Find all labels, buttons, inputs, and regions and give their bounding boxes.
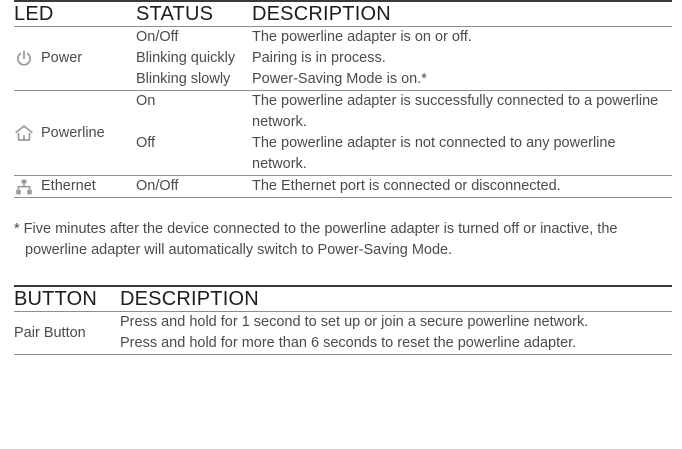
description-line: The Ethernet port is connected or discon… <box>252 178 561 194</box>
led-name-ethernet: Ethernet <box>14 176 136 197</box>
led-row-divider-power <box>14 90 672 91</box>
status-line-off: Off <box>136 135 156 151</box>
description-cell-power: The powerline adapter is on or off. Pair… <box>252 27 672 90</box>
status-line: On/Off <box>136 178 179 194</box>
button-cell-pair: Pair Button <box>14 312 120 354</box>
led-label-powerline: Powerline <box>41 124 105 141</box>
led-row-power-table: Power On/Off Blinking quickly Blinking s… <box>14 27 672 90</box>
button-table-bottom-rule <box>14 354 672 355</box>
table-row: Powerline On Off The powerline adapter i… <box>14 91 672 175</box>
led-column-header: LED <box>14 3 54 25</box>
button-table-header-row: BUTTON DESCRIPTION <box>14 287 672 311</box>
description-line: The powerline adapter is on or off. <box>252 29 472 45</box>
led-name-power: Power <box>14 48 82 69</box>
led-row-ethernet-table: Ethernet On/Off The Ethernet port is con… <box>14 176 672 197</box>
led-table-header-row: LED STATUS DESCRIPTION <box>14 2 672 26</box>
button-description-cell-pair: Press and hold for 1 second to set up or… <box>120 312 672 354</box>
power-icon <box>14 49 34 69</box>
button-description-column-header: DESCRIPTION <box>120 288 259 310</box>
status-line-on: On <box>136 93 156 109</box>
description-column-header: DESCRIPTION <box>252 3 391 25</box>
description-line-off: The powerline adapter is not connected t… <box>252 135 616 172</box>
button-table: BUTTON DESCRIPTION <box>14 287 672 311</box>
button-label-pair: Pair Button <box>14 324 86 341</box>
led-header-divider <box>14 26 672 27</box>
description-cell-ethernet: The Ethernet port is connected or discon… <box>252 176 672 197</box>
ethernet-icon <box>14 177 34 197</box>
status-line: Blinking slowly <box>136 71 231 87</box>
led-cell-ethernet: Ethernet <box>14 176 136 197</box>
status-cell-ethernet: On/Off <box>136 176 252 197</box>
status-cell-powerline: On Off <box>136 91 252 175</box>
led-cell-powerline: Powerline <box>14 91 136 175</box>
description-cell-powerline: The powerline adapter is successfully co… <box>252 91 672 175</box>
led-table: LED STATUS DESCRIPTION <box>14 2 672 26</box>
led-cell-power: Power <box>14 27 136 90</box>
description-line: Press and hold for more than 6 seconds t… <box>120 335 577 351</box>
led-label-power: Power <box>41 50 83 66</box>
status-line: On/Off <box>136 29 179 45</box>
led-table-bottom-rule <box>14 197 672 198</box>
led-row-powerline-table: Powerline On Off The powerline adapter i… <box>14 91 672 175</box>
status-cell-power: On/Off Blinking quickly Blinking slowly <box>136 27 252 90</box>
table-row: Ethernet On/Off The Ethernet port is con… <box>14 176 672 197</box>
description-line-on: The powerline adapter is successfully co… <box>252 93 659 130</box>
table-row: Pair Button Press and hold for 1 second … <box>14 312 672 354</box>
button-column-header: BUTTON <box>14 288 98 310</box>
led-table-top-rule <box>14 0 672 2</box>
status-column-header: STATUS <box>136 3 214 25</box>
table-row: Power On/Off Blinking quickly Blinking s… <box>14 27 672 90</box>
button-table-top-rule <box>14 285 672 287</box>
led-and-button-reference-sheet: LED STATUS DESCRIPTION <box>14 0 672 355</box>
footnote-power-saving: * Five minutes after the device connecte… <box>14 221 618 258</box>
description-line: Press and hold for 1 second to set up or… <box>120 314 589 330</box>
led-label-ethernet: Ethernet <box>41 178 96 194</box>
status-line: Blinking quickly <box>136 50 236 66</box>
led-name-powerline: Powerline <box>14 123 105 144</box>
button-header-divider <box>14 311 672 312</box>
button-row-table: Pair Button Press and hold for 1 second … <box>14 312 672 354</box>
home-icon <box>14 123 34 143</box>
led-row-divider-powerline <box>14 175 672 176</box>
description-line: Pairing is in process. <box>252 50 386 66</box>
description-line: Power-Saving Mode is on.* <box>252 71 427 87</box>
